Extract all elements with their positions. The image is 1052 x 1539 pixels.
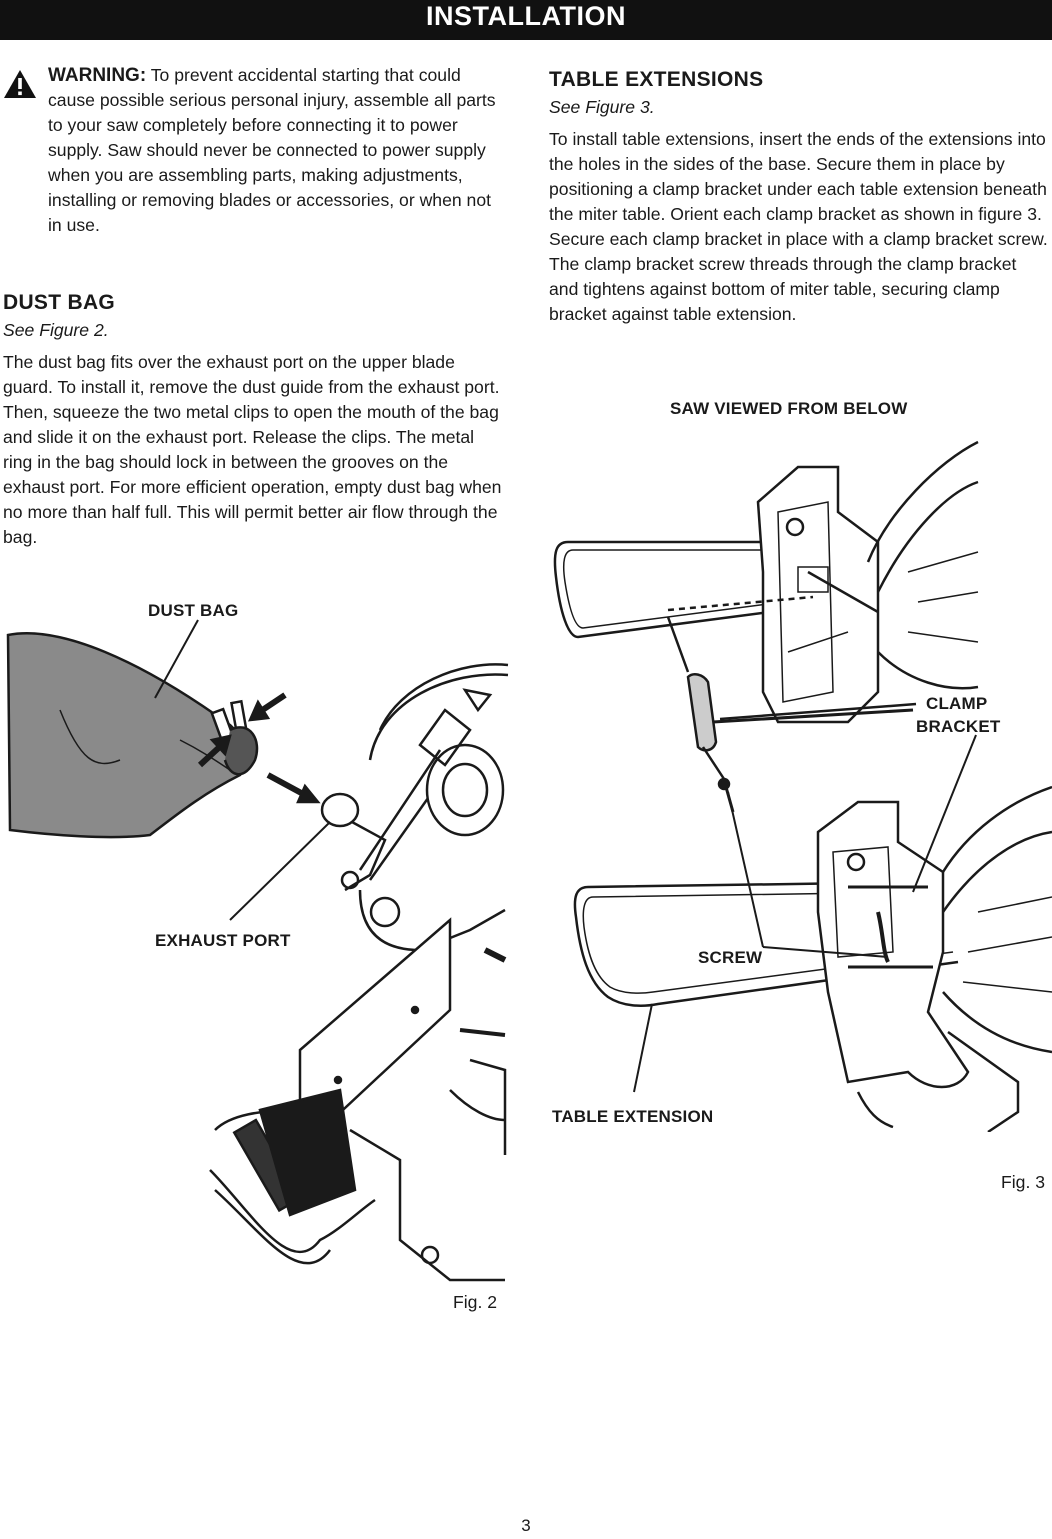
figure-3-label: Fig. 3 xyxy=(1001,1172,1046,1192)
figure-2-label: Fig. 2 xyxy=(453,1292,498,1312)
dust-bag-section: DUST BAG See Figure 2. The dust bag fits… xyxy=(3,290,508,550)
caption-saw-viewed-from-below: SAW VIEWED FROM BELOW xyxy=(670,399,908,418)
callout-exhaust-port: EXHAUST PORT xyxy=(155,931,291,950)
table-extensions-body: To install table extensions, insert the … xyxy=(549,129,1048,324)
section-banner: INSTALLATION xyxy=(0,0,1052,40)
callout-table-extension: TABLE EXTENSION xyxy=(552,1107,713,1126)
dust-bag-heading: DUST BAG xyxy=(3,291,116,314)
section-title: INSTALLATION xyxy=(426,1,626,31)
warning-text: WARNING: To prevent accidental starting … xyxy=(48,63,508,238)
callout-clamp: CLAMP xyxy=(926,694,987,713)
warning-label: WARNING: xyxy=(48,65,147,86)
dust-bag-body: The dust bag fits over the exhaust port … xyxy=(3,352,502,547)
table-extensions-section: TABLE EXTENSIONS See Figure 3. To instal… xyxy=(549,67,1049,327)
callout-screw: SCREW xyxy=(698,948,763,967)
callout-dust-bag: DUST BAG xyxy=(148,601,238,620)
warning-triangle-icon xyxy=(4,70,36,98)
table-extensions-see-figure: See Figure 3. xyxy=(549,97,655,117)
callout-bracket: BRACKET xyxy=(916,717,1001,736)
page-number: 3 xyxy=(521,1516,531,1535)
figure-2-dust-bag: DUST BAG EXHAUST PORT xyxy=(6,601,509,1282)
warning-block: WARNING: To prevent accidental starting … xyxy=(3,63,508,238)
table-extensions-heading: TABLE EXTENSIONS xyxy=(549,68,764,91)
figure-3-table-extensions: SAW VIEWED FROM BELOW xyxy=(552,399,1052,1132)
dust-bag-shape xyxy=(6,632,247,839)
warning-body: To prevent accidental starting that coul… xyxy=(48,65,496,235)
dust-bag-see-figure: See Figure 2. xyxy=(3,320,109,340)
